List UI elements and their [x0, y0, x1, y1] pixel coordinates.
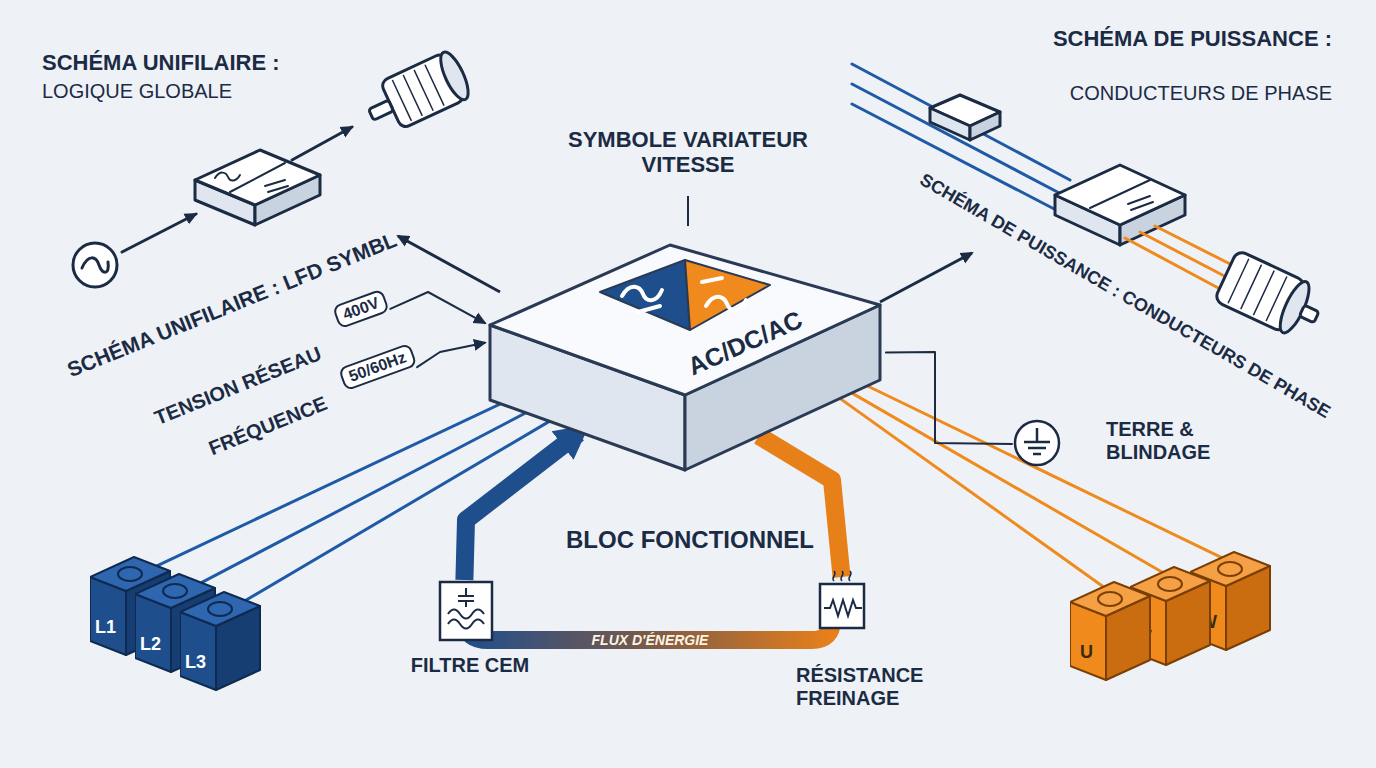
voltage-tag: 400V	[332, 288, 390, 329]
wire	[833, 382, 1171, 577]
label-text: BLOC FONCTIONNEL	[566, 526, 814, 554]
label-text: LOGIQUE GLOBALE	[42, 80, 232, 103]
node-text: TERRE & BLINDAGE	[1106, 418, 1246, 464]
terminal-block: U	[1070, 580, 1152, 682]
drive-housing	[480, 230, 890, 475]
emc-filter: FILTRE CEM	[400, 580, 540, 680]
tag-text: 400V	[340, 294, 381, 323]
wire	[820, 384, 1111, 592]
label-text: SCHÉMA DE PUISSANCE :	[1053, 26, 1332, 51]
node-text: L3	[185, 652, 206, 673]
tag-text: 50/60Hz	[346, 348, 408, 384]
wire	[237, 421, 549, 605]
earth-symbol	[1012, 418, 1062, 468]
label-text: SYMBOLE VARIATEUR VITESSE	[558, 127, 818, 178]
brake-resistor-symbol	[818, 570, 868, 630]
node-text: RÉSISTANCE FREINAGE	[796, 664, 952, 710]
energy-flow-arrow	[464, 433, 578, 580]
terminal-block: L3	[180, 590, 262, 692]
node-text: L2	[140, 634, 161, 655]
node-text: FILTRE CEM	[400, 654, 540, 677]
energy-flow-arrow	[759, 436, 842, 577]
power-sketch	[852, 64, 1328, 343]
earth-node: TERRE & BLINDAGE	[1012, 418, 1252, 470]
label-text: CONDUCTEURS DE PHASE	[1070, 82, 1332, 105]
terminal-block	[1070, 580, 1152, 682]
node-text: U	[1080, 642, 1093, 663]
drive-block: AC/DC/AC	[480, 230, 890, 475]
terminal-block	[180, 590, 262, 692]
brake-resistor: RÉSISTANCE FREINAGE	[792, 570, 952, 710]
wire	[886, 352, 1012, 444]
node-text: L1	[95, 617, 116, 638]
emc-filter-symbol	[438, 580, 494, 642]
wire	[849, 377, 1231, 562]
frequency-tag: 50/60Hz	[338, 343, 417, 391]
label-text: SCHÉMA UNIFILAIRE :	[42, 50, 280, 75]
wire	[390, 292, 485, 323]
label-text: FLUX D'ÉNERGIE	[592, 632, 709, 648]
wire	[417, 343, 485, 367]
